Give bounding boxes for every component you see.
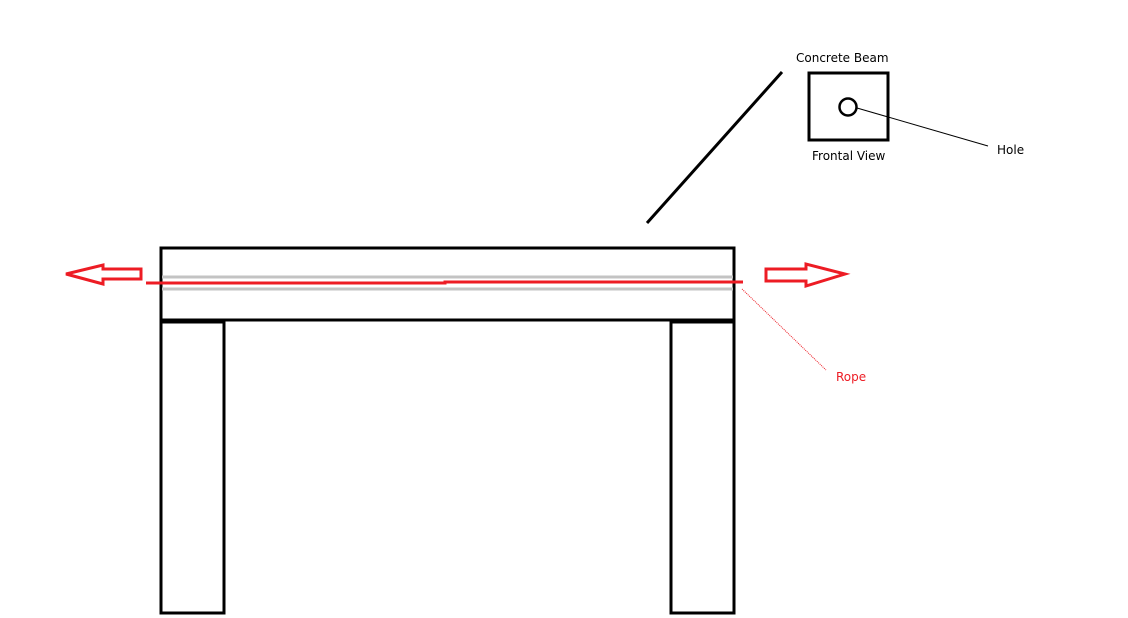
arrow-left-icon: [65, 263, 143, 286]
rope-callout-line: [741, 288, 827, 371]
hole-label: Hole: [997, 143, 1025, 157]
right-support-leg: [669, 320, 736, 615]
frontal-view-box: [807, 71, 890, 142]
rope: [146, 280, 743, 285]
arrow-right-icon: [764, 262, 851, 289]
hole-circle: [838, 97, 858, 117]
rope-label: Rope: [836, 370, 867, 384]
hole-callout-line: [856, 107, 989, 147]
frontal-view-label: Frontal View: [812, 149, 886, 163]
left-support-leg: [159, 320, 226, 615]
beam-callout-line: [645, 71, 784, 224]
concrete-beam-label: Concrete Beam: [796, 51, 889, 65]
